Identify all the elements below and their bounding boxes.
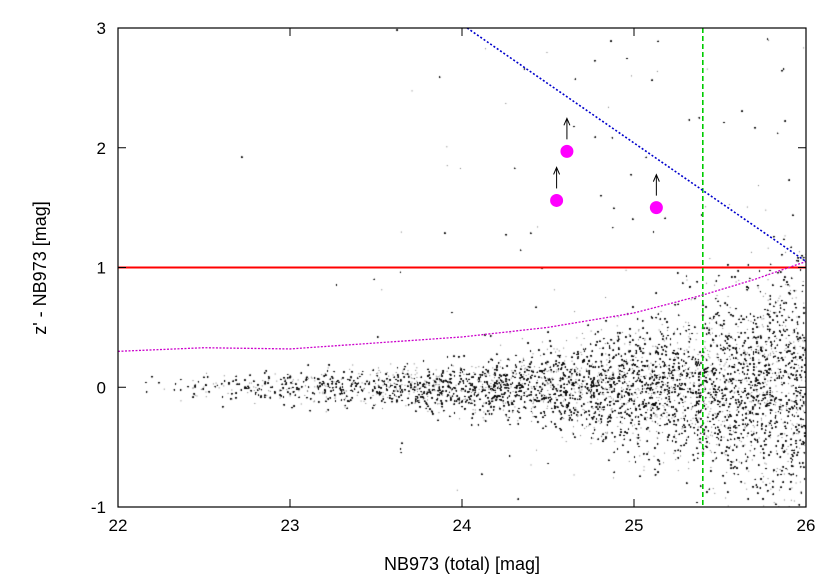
x-tick-label: 22 bbox=[109, 516, 128, 535]
candidate-points bbox=[550, 117, 663, 215]
lower-limit-arrowhead bbox=[553, 166, 561, 175]
detection-limit-line bbox=[466, 27, 807, 263]
plot-area bbox=[117, 27, 807, 508]
y-tick-label: -1 bbox=[91, 498, 106, 517]
candidate-point bbox=[649, 201, 663, 215]
lower-limit-arrowhead bbox=[563, 117, 571, 126]
y-tick-label: 0 bbox=[97, 378, 106, 397]
y-tick-label: 1 bbox=[97, 259, 106, 278]
x-axis-label: NB973 (total) [mag] bbox=[384, 554, 540, 574]
candidate-point bbox=[560, 144, 574, 158]
overlay-lines bbox=[117, 27, 807, 507]
y-tick-label: 3 bbox=[97, 19, 106, 38]
x-tick-label: 26 bbox=[797, 516, 816, 535]
candidate-point bbox=[550, 193, 564, 207]
median-color-curve bbox=[117, 260, 807, 352]
x-tick-label: 24 bbox=[453, 516, 472, 535]
lower-limit-arrowhead bbox=[652, 173, 660, 182]
y-axis-label: z' - NB973 [mag] bbox=[30, 201, 50, 335]
y-tick-label: 2 bbox=[97, 139, 106, 158]
x-tick-label: 23 bbox=[281, 516, 300, 535]
x-tick-label: 25 bbox=[625, 516, 644, 535]
